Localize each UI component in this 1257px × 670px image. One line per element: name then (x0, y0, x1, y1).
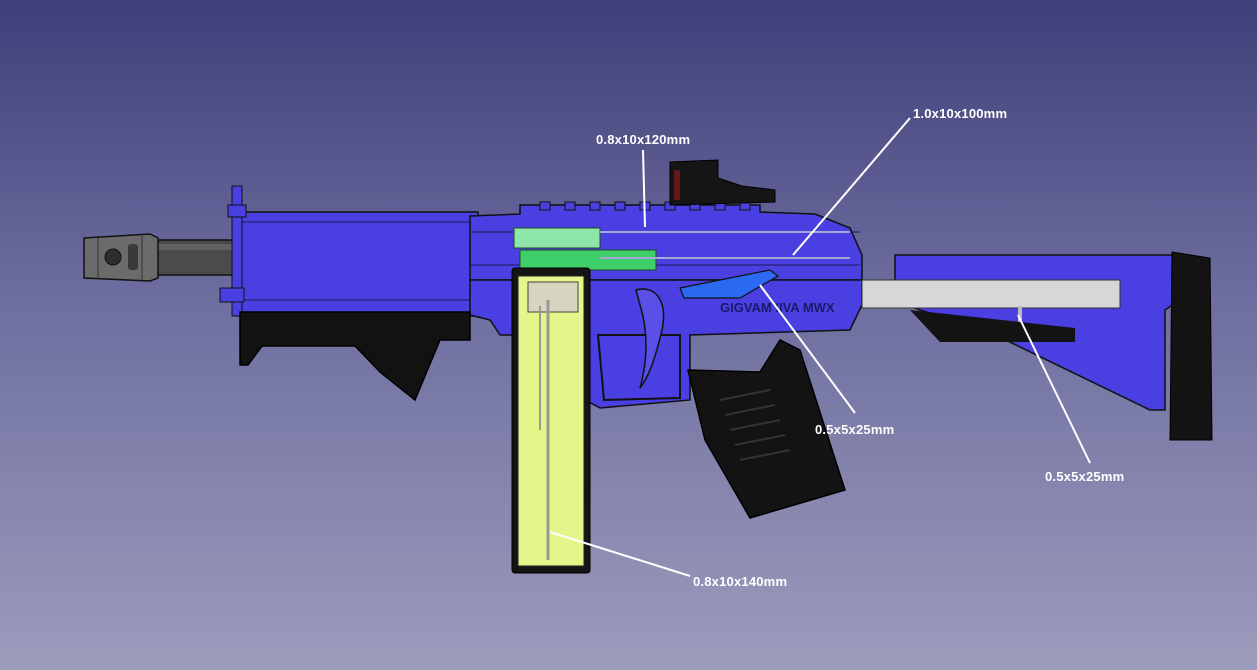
trigger-group (596, 269, 780, 402)
handguard (219, 185, 479, 317)
callout-spring-trigger: 0.5x5x25mm (815, 422, 895, 437)
magazine (511, 267, 591, 574)
callout-leaders (549, 117, 1091, 577)
pistol-grip (687, 339, 846, 519)
callout-spring-stock: 0.5x5x25mm (1045, 469, 1125, 484)
callout-spring-magazine: 0.8x10x140mm (693, 574, 788, 589)
folding-stock (861, 251, 1213, 441)
fore-grip (239, 311, 471, 402)
muzzle-brake (83, 233, 159, 282)
red-dot-sight (669, 159, 776, 206)
callout-spring-main: 1.0x10x100mm (913, 106, 1008, 121)
callout-spring-top: 0.8x10x120mm (596, 132, 691, 147)
